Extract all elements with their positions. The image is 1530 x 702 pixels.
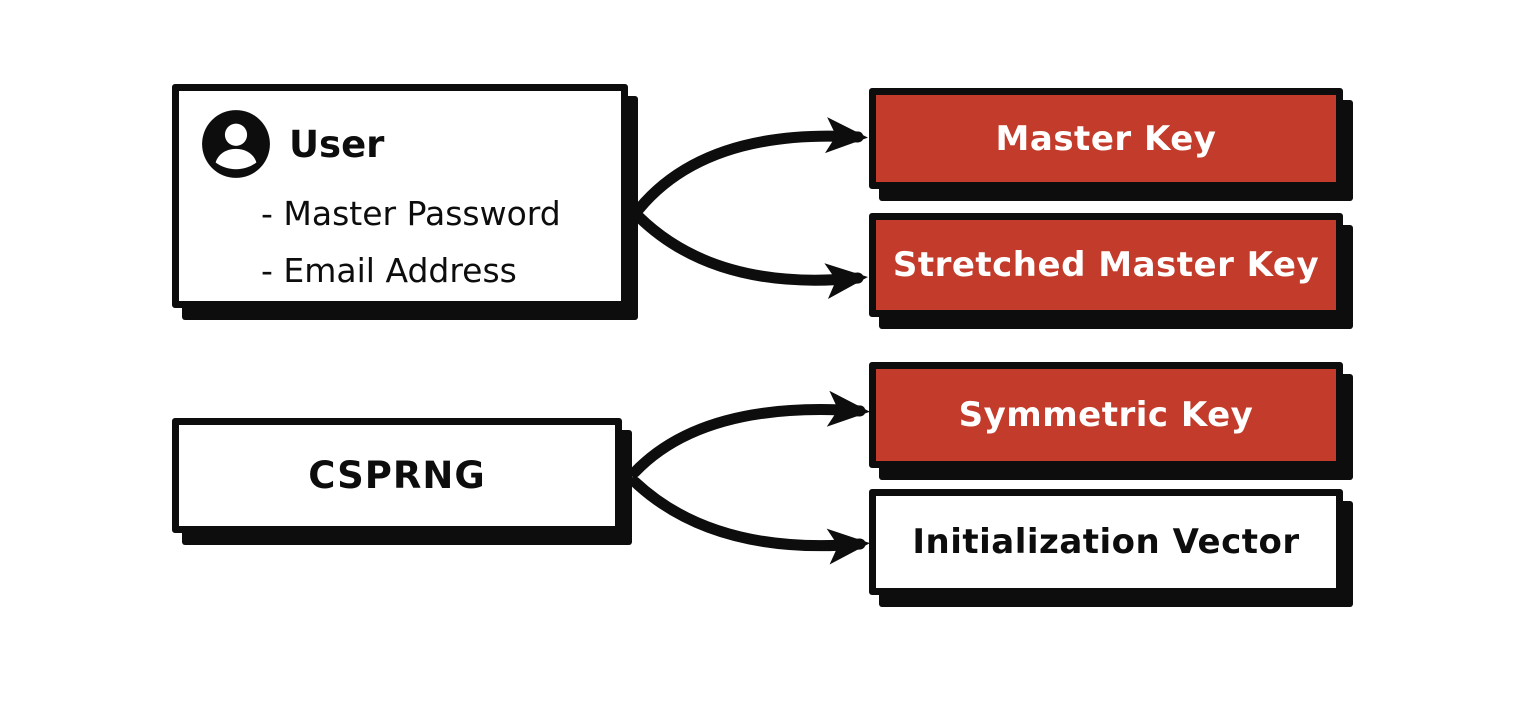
node-stretched-master-key: Stretched Master Key bbox=[869, 213, 1343, 317]
arrow-csprng-to-initialization-vector bbox=[629, 476, 870, 565]
user-item-master-password: - Master Password bbox=[261, 194, 561, 233]
node-symmetric-key: Symmetric Key bbox=[869, 362, 1343, 468]
node-csprng-label: CSPRNG bbox=[308, 454, 486, 497]
arrow-user-to-master-key bbox=[633, 117, 868, 215]
user-item-email-address: - Email Address bbox=[261, 251, 517, 290]
user-items: - Master Password - Email Address bbox=[261, 185, 561, 299]
user-header: User bbox=[199, 107, 384, 181]
arrow-csprng-to-symmetric-key bbox=[629, 390, 870, 478]
arrow-user-to-stretched-master-key bbox=[633, 211, 868, 300]
user-icon bbox=[199, 107, 273, 181]
node-user-title: User bbox=[289, 122, 385, 166]
node-symmetric-key-label: Symmetric Key bbox=[958, 395, 1254, 435]
node-csprng: CSPRNG bbox=[172, 418, 622, 533]
node-initialization-vector-label: Initialization Vector bbox=[912, 522, 1300, 562]
node-master-key: Master Key bbox=[869, 88, 1343, 189]
node-stretched-master-key-label: Stretched Master Key bbox=[892, 245, 1320, 285]
node-user: User - Master Password - Email Address bbox=[172, 84, 628, 308]
node-master-key-label: Master Key bbox=[995, 118, 1217, 159]
node-initialization-vector: Initialization Vector bbox=[869, 489, 1343, 595]
